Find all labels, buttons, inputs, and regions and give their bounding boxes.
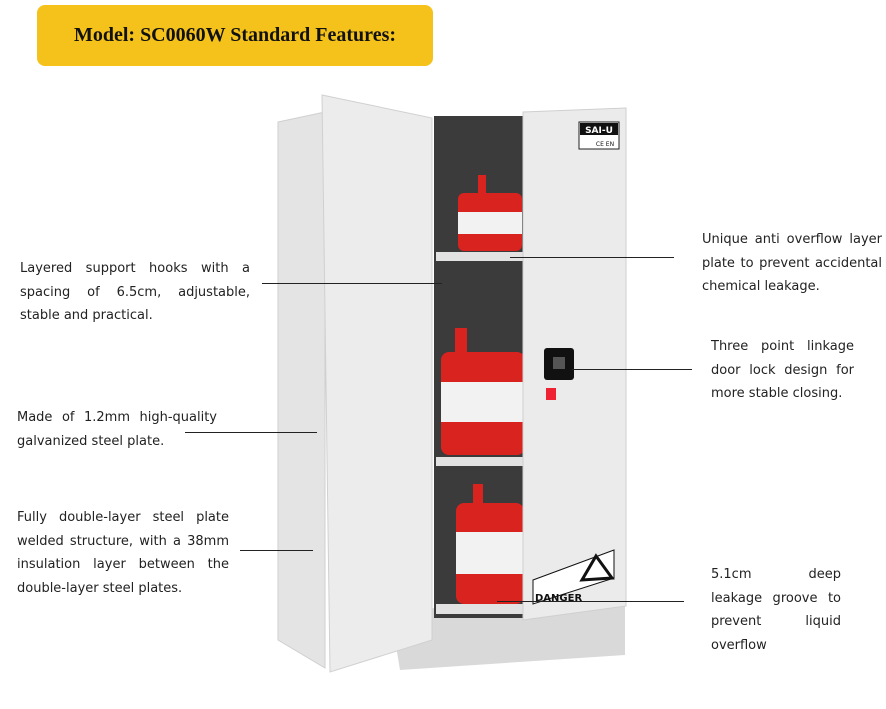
pointer-line (240, 550, 313, 552)
feature-support-hooks: Layered support hooks with a spacing of … (20, 261, 250, 323)
feature-door-lock: Three point linkage door lock design for… (711, 339, 854, 401)
cert-text: CE EN (596, 141, 614, 148)
right-door[interactable] (522, 107, 627, 621)
pointer-line (497, 601, 684, 603)
pointer-line (185, 432, 317, 434)
pointer-line (510, 257, 674, 259)
middle-shelf (436, 457, 524, 466)
safety-can (458, 175, 522, 251)
pointer-line (572, 369, 692, 371)
safety-can (441, 328, 525, 455)
danger-text: DANGER (535, 593, 582, 604)
bottom-groove (436, 604, 524, 614)
feature-double-layer: Fully double-layer steel plate welded st… (17, 510, 229, 596)
feature-anti-overflow: Unique anti overflow layer plate to prev… (702, 232, 882, 294)
top-shelf (436, 252, 524, 261)
banner-title: Model: SC0060W Standard Features: (73, 24, 397, 46)
flame-warning-icon (579, 553, 615, 582)
danger-sign (532, 549, 615, 605)
title-banner: Model: SC0060W Standard Features: (37, 5, 433, 66)
brand-text: SAI-U (585, 126, 613, 136)
pointer-line (262, 283, 442, 285)
cabinet-side (277, 111, 326, 669)
left-door[interactable] (321, 94, 433, 673)
padlock-icon (546, 388, 556, 400)
feature-leakage-groove: 5.1cm deep leakage groove to prevent liq… (711, 567, 841, 653)
safety-can (456, 484, 524, 604)
feature-steel-plate: Made of 1.2mm high-quality galvanized st… (17, 410, 217, 449)
